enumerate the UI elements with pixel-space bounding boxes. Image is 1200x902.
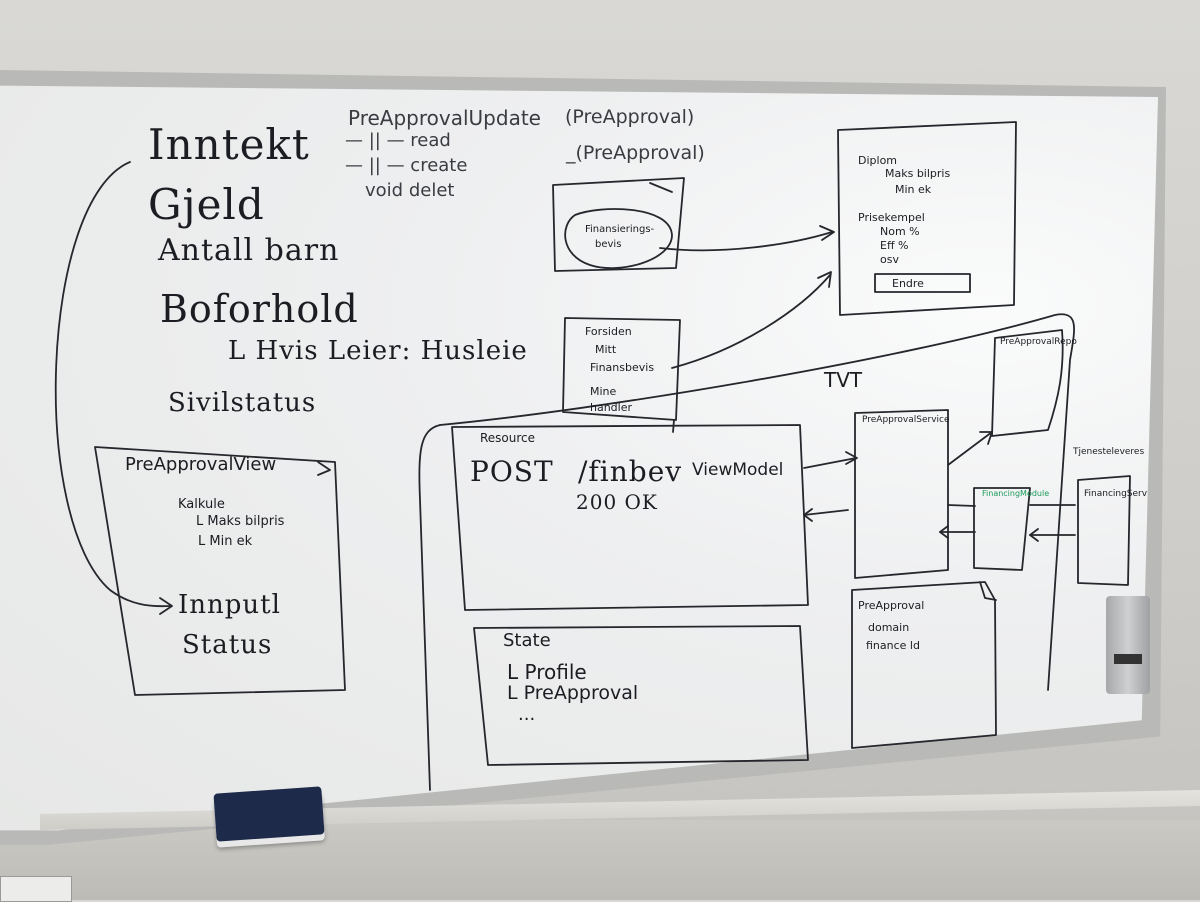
left-list-item: Sivilstatus: [168, 388, 317, 418]
diplom-item: Min ek: [895, 183, 932, 196]
finansieringsbevis-label: Finansierings-: [585, 224, 655, 235]
preapproval-view-item: Innputl: [178, 590, 281, 620]
financing-module-label: FinancingModule: [982, 489, 1050, 498]
left-list-item: Gjeld: [148, 180, 265, 229]
endre-button: Endre: [892, 277, 924, 290]
tvt-label: TVT: [824, 368, 863, 392]
preapproval-view-title: PreApprovalView: [125, 454, 277, 475]
method-item: — || — create: [345, 155, 468, 176]
domain-item: domain: [868, 621, 910, 634]
method-item: void delet: [365, 180, 455, 201]
resource-method: POST: [470, 455, 554, 488]
service-label: PreApprovalService: [862, 415, 950, 425]
diplom-item: Diplom: [858, 154, 898, 167]
whiteboard-eraser: [213, 786, 325, 842]
preapproval-view-item: L Min ek: [198, 534, 253, 549]
resource-viewmodel: ViewModel: [692, 460, 784, 480]
method-item: PreApprovalUpdate: [348, 106, 541, 130]
wall: [0, 820, 1200, 900]
forsiden-item: Forsiden: [585, 325, 632, 338]
diplom-item: Eff %: [880, 239, 909, 252]
forsiden-item: Mitt: [595, 343, 617, 356]
state-item: L PreApproval: [507, 682, 639, 704]
method-item: — || — read: [345, 130, 451, 151]
left-list-item: Boforhold: [160, 287, 359, 331]
power-outlet: [0, 876, 72, 902]
state-item: L Profile: [507, 660, 587, 684]
domain-item: finance ld: [866, 639, 920, 652]
resource-label: Resource: [480, 431, 536, 445]
finansieringsbevis-label: bevis: [595, 239, 622, 250]
forsiden-item: handler: [590, 401, 633, 414]
left-list-item: L Hvis Leier: Husleie: [228, 336, 528, 366]
method-param: _(PreApproval): [566, 142, 705, 164]
marker-holder: [1106, 596, 1150, 694]
diplom-item: osv: [880, 253, 899, 266]
preapproval-view-item: Kalkule: [178, 497, 225, 512]
resource-response: 200 OK: [576, 490, 658, 514]
preapproval-view-item: Status: [182, 630, 273, 660]
domain-item: PreApproval: [858, 599, 925, 612]
forsiden-item: Finansbevis: [590, 361, 655, 374]
state-title: State: [503, 630, 551, 651]
method-param: (PreApproval): [565, 106, 695, 128]
left-list-item: Antall barn: [158, 233, 340, 268]
resource-path: /finbev: [578, 455, 683, 488]
left-list-item: Inntekt: [148, 120, 310, 169]
tjeneste-title: Tjenesteleveres: [1073, 447, 1145, 457]
state-item: ...: [518, 704, 536, 725]
diplom-item: Maks bilpris: [885, 167, 951, 180]
diplom-item: Prisekempel: [858, 211, 925, 224]
tjeneste-label: FinancingServ: [1084, 489, 1148, 499]
forsiden-item: Mine: [590, 385, 617, 398]
preapproval-view-item: L Maks bilpris: [196, 514, 285, 529]
repo-label: PreApprovalRepo: [1000, 337, 1077, 347]
diplom-item: Nom %: [880, 225, 920, 238]
